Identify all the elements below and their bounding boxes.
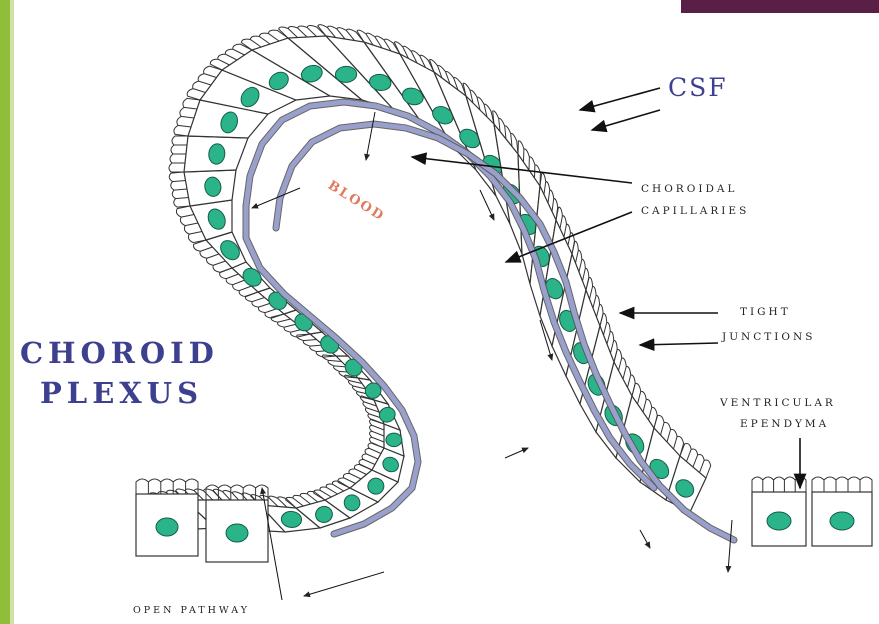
title-line-1: CHOROID [20, 336, 219, 370]
ventricular-ependyma-label-1: VENTRICULAR [720, 397, 836, 409]
microvilli [752, 477, 806, 492]
nucleus [830, 512, 854, 530]
nucleus [386, 433, 402, 446]
ependymal-cell [812, 477, 872, 546]
csf-arrow-1 [580, 88, 660, 110]
ventricular-ependyma-label-2: EPENDYMA [740, 418, 829, 430]
flow-arrow [366, 112, 375, 160]
epithelial-cells [136, 25, 872, 562]
flow-arrow [505, 448, 528, 458]
tight-junctions-label-2: JUNCTIONS [722, 331, 815, 343]
epithelial-cell [136, 479, 198, 556]
nucleus [767, 512, 791, 530]
nucleus [226, 524, 248, 542]
csf-label: CSF [668, 73, 728, 102]
open-pathway-label: OPEN PATHWAY [133, 605, 250, 616]
epithelial-cell [169, 136, 248, 172]
choroidal-capillaries-label-2: CAPILLARIES [641, 205, 749, 217]
flow-arrow [480, 190, 494, 220]
microvilli [812, 477, 872, 492]
tight-junctions-label-1: TIGHT [740, 306, 791, 318]
tight-junctions-arrow-2 [640, 343, 718, 345]
flow-arrow [728, 520, 732, 572]
nucleus [156, 518, 178, 536]
flow-arrow [640, 530, 650, 548]
title-line-2: PLEXUS [40, 376, 203, 410]
csf-arrow-2 [592, 110, 660, 130]
choroidal-capillaries-label-1: CHOROIDAL [641, 183, 737, 195]
flow-arrow [304, 572, 384, 596]
ependymal-cell [752, 477, 806, 546]
